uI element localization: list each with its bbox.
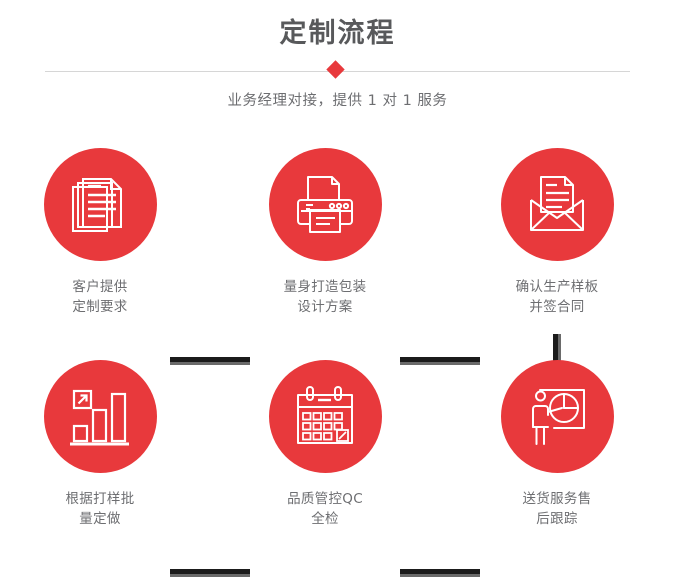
connector-dark-band <box>553 334 558 370</box>
connector-step1-step2 <box>170 357 250 365</box>
flow-step-3[interactable]: 确认生产样板 并签合同 <box>477 148 637 317</box>
printer-icon <box>297 175 353 233</box>
page-title: 定制流程 <box>279 18 396 49</box>
connector-step5-step6 <box>400 569 480 577</box>
flow-step-6-circle[interactable] <box>500 360 614 473</box>
title-divider <box>45 60 630 79</box>
connector-step4-step5 <box>170 569 250 577</box>
flow-step-1-label: 客户提供 定制要求 <box>72 279 128 315</box>
bar-chart-growth-icon <box>70 389 129 445</box>
flow-step-4-circle[interactable] <box>43 360 157 473</box>
documents-stack-icon <box>72 177 122 232</box>
connector-dark-band <box>400 357 480 362</box>
flow-step-6[interactable]: 送货服务售 后跟踪 <box>477 360 637 529</box>
flow-step-5[interactable]: 品质管控QC 全检 <box>245 360 405 529</box>
connector-light-band <box>558 334 561 370</box>
flow-step-3-circle[interactable] <box>500 148 614 261</box>
connector-dark-band <box>170 357 250 362</box>
flow-step-2-label: 量身打造包装 设计方案 <box>283 279 367 315</box>
flow-step-5-label: 品质管控QC 全检 <box>287 491 363 527</box>
flow-step-2[interactable]: 量身打造包装 设计方案 <box>245 148 405 317</box>
page-subtitle: 业务经理对接，提供 1 对 1 服务 <box>227 93 448 109</box>
diamond-icon <box>325 60 345 79</box>
flow-step-5-circle[interactable] <box>268 360 382 473</box>
flow-step-1[interactable]: 客户提供 定制要求 <box>20 148 180 317</box>
connector-step2-step3 <box>400 357 480 365</box>
flow-step-3-label: 确认生产样板 并签合同 <box>515 279 599 315</box>
process-flow-diagram: 客户提供 定制要求 <box>0 148 675 577</box>
connector-light-band <box>170 362 250 365</box>
flow-step-6-label: 送货服务售 后跟踪 <box>522 491 592 527</box>
flow-step-1-circle[interactable] <box>43 148 157 261</box>
open-envelope-letter-icon <box>530 175 584 231</box>
flow-step-4-label: 根据打样批 量定做 <box>65 491 135 527</box>
calendar-icon <box>297 385 353 444</box>
flow-step-4[interactable]: 根据打样批 量定做 <box>20 360 180 529</box>
connector-step3-step6 <box>553 334 561 370</box>
presenter-pie-chart-icon <box>532 388 585 445</box>
connector-light-band <box>400 362 480 365</box>
flow-step-2-circle[interactable] <box>268 148 382 261</box>
